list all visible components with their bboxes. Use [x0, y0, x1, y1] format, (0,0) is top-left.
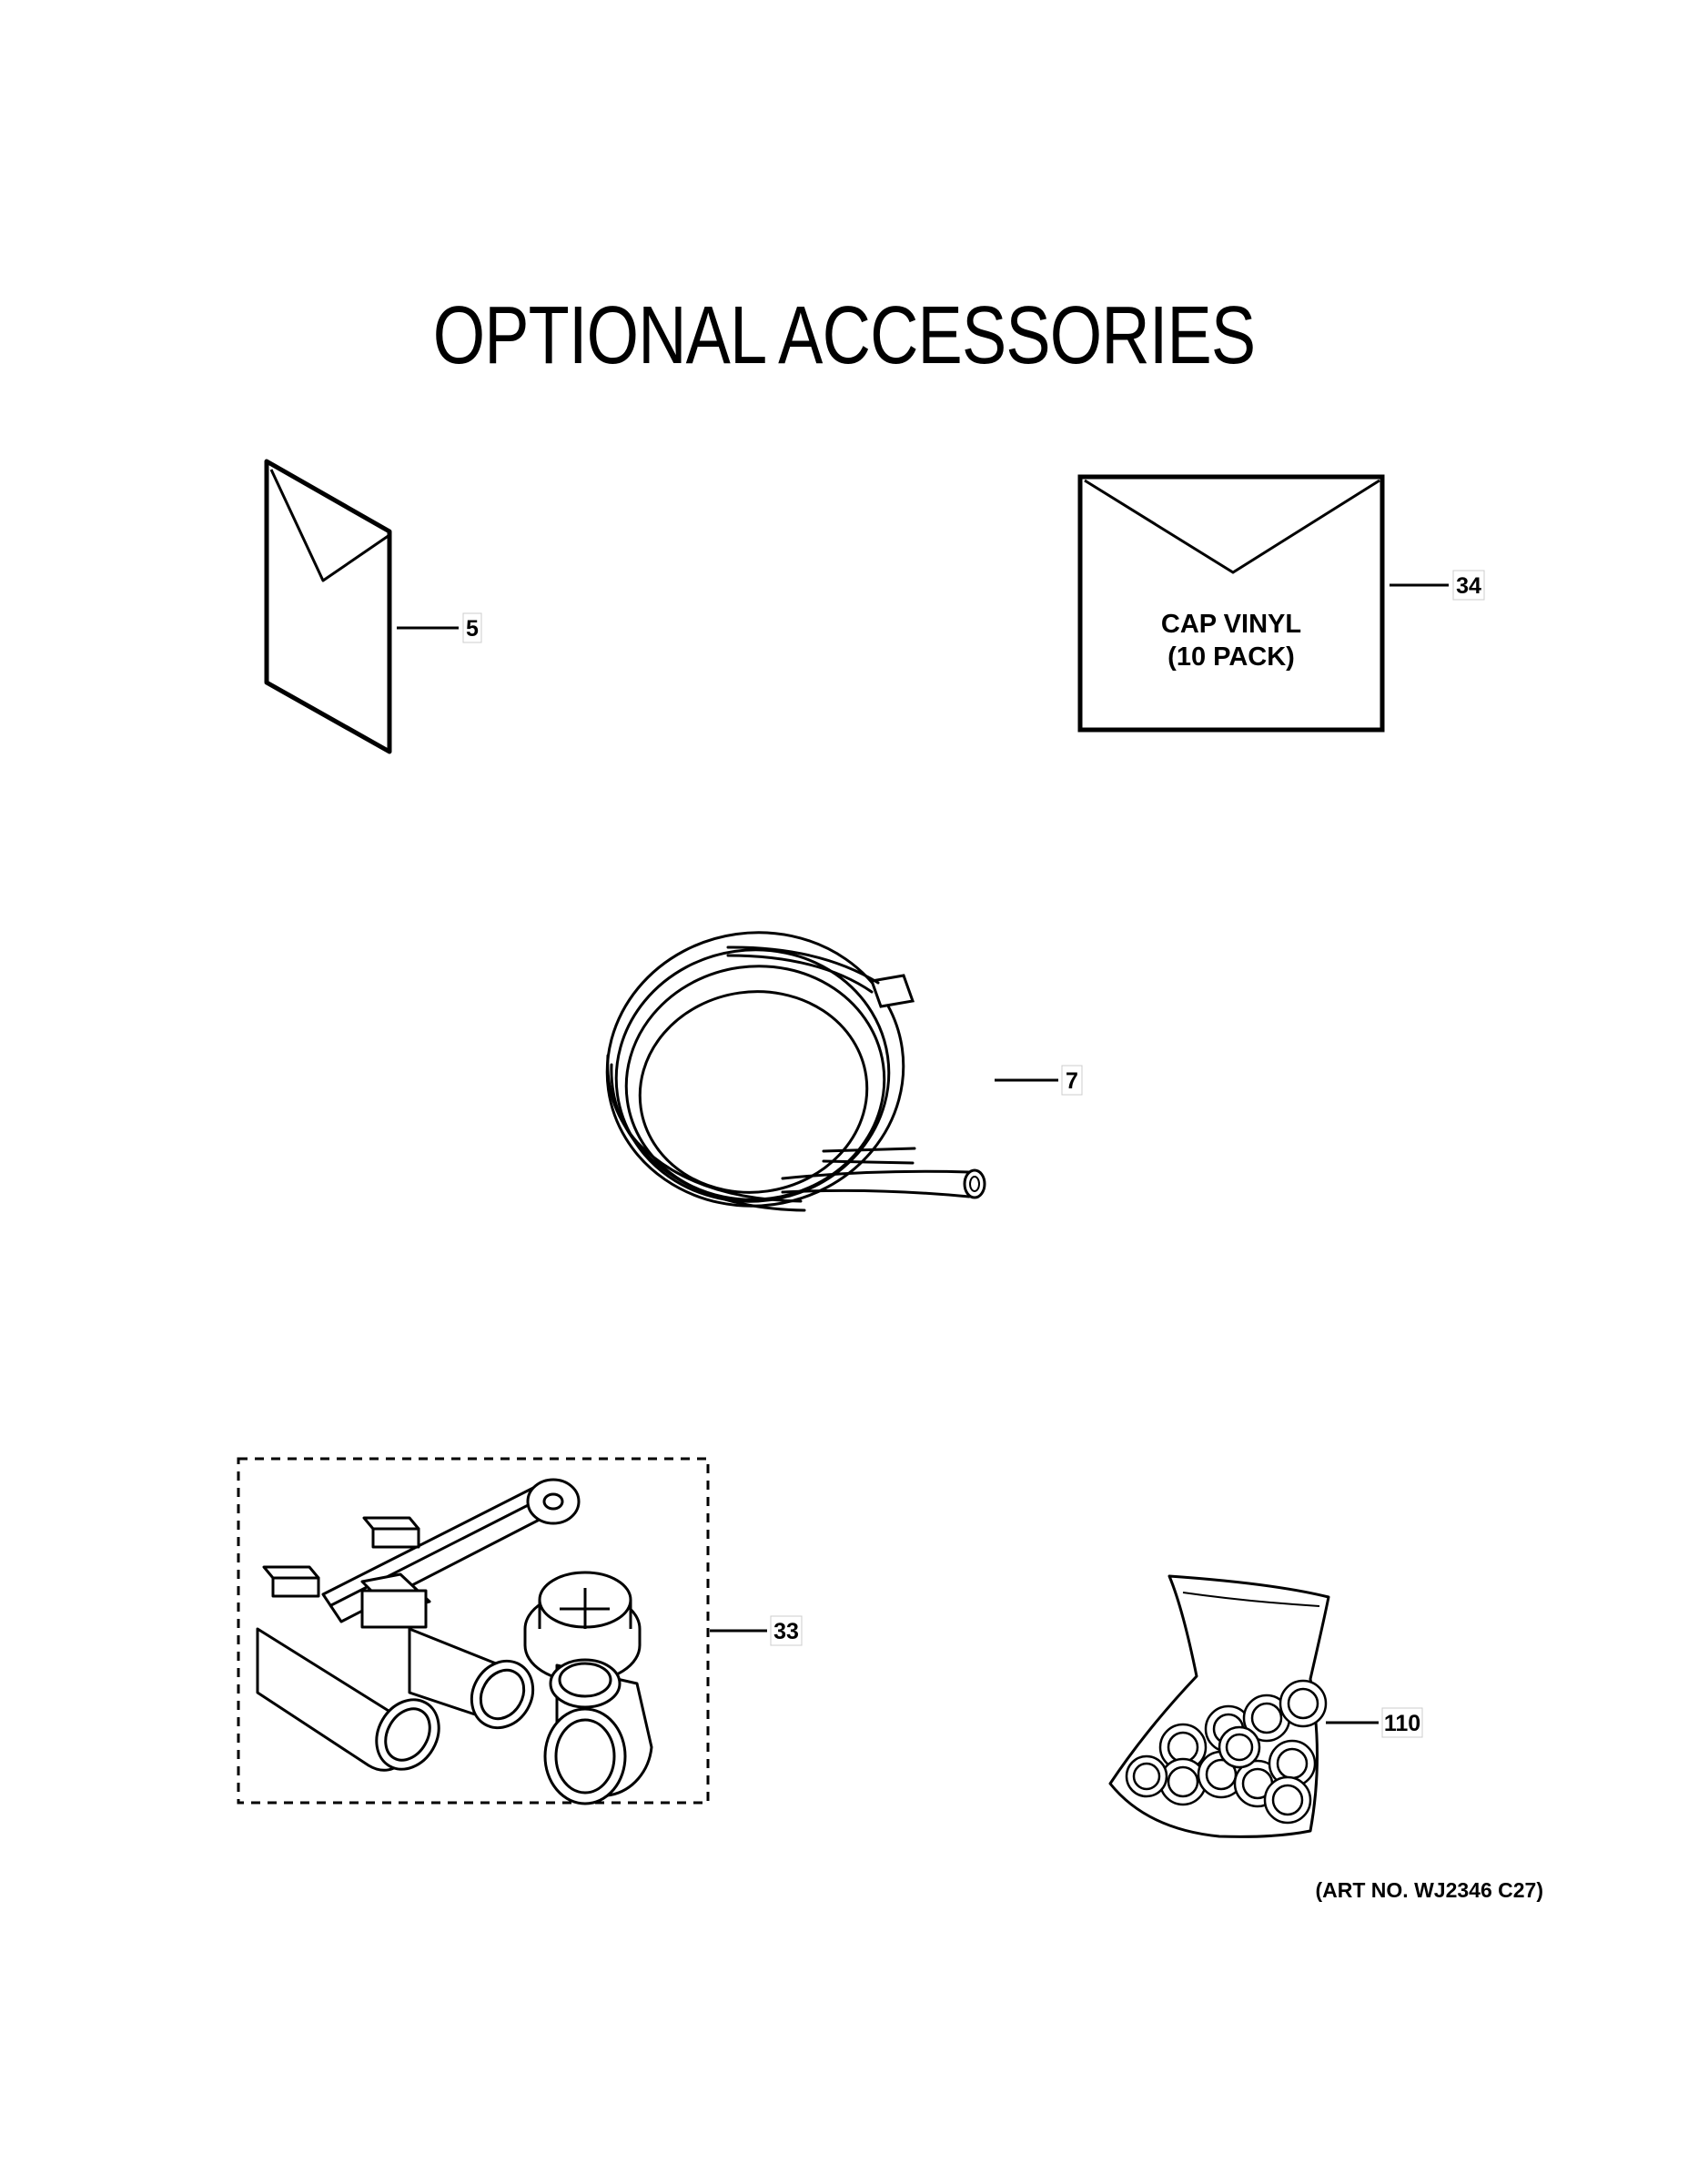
cap-vinyl-envelope[interactable]: CAP VINYL (10 PACK) — [1077, 474, 1385, 733]
callout-34: 34 — [1390, 570, 1485, 601]
callout-110: 110 — [1326, 1707, 1423, 1738]
screw-bag-illustration[interactable] — [1108, 1574, 1330, 1838]
art-number: (ART NO. WJ2346 C27) — [1315, 1878, 1543, 1902]
envelope-label-line1: CAP VINYL — [1161, 610, 1301, 639]
callout-label-7: 7 — [1066, 1068, 1078, 1094]
callout-5: 5 — [397, 612, 482, 643]
callout-label-34: 34 — [1456, 573, 1481, 599]
callout-label-33: 33 — [773, 1619, 799, 1644]
page-title: OPTIONAL ACCESSORIES — [432, 290, 1256, 381]
callout-33: 33 — [710, 1615, 803, 1646]
envelope-label-line2: (10 PACK) — [1167, 642, 1295, 672]
kit-group-box — [237, 1457, 710, 1805]
hose-coil-illustration[interactable] — [590, 914, 986, 1225]
callout-label-110: 110 — [1384, 1711, 1420, 1736]
drain-kit-illustration[interactable] — [237, 1457, 710, 1805]
callout-label-5: 5 — [466, 616, 479, 642]
manual-illustration[interactable] — [264, 459, 392, 754]
callout-7: 7 — [995, 1065, 1083, 1096]
